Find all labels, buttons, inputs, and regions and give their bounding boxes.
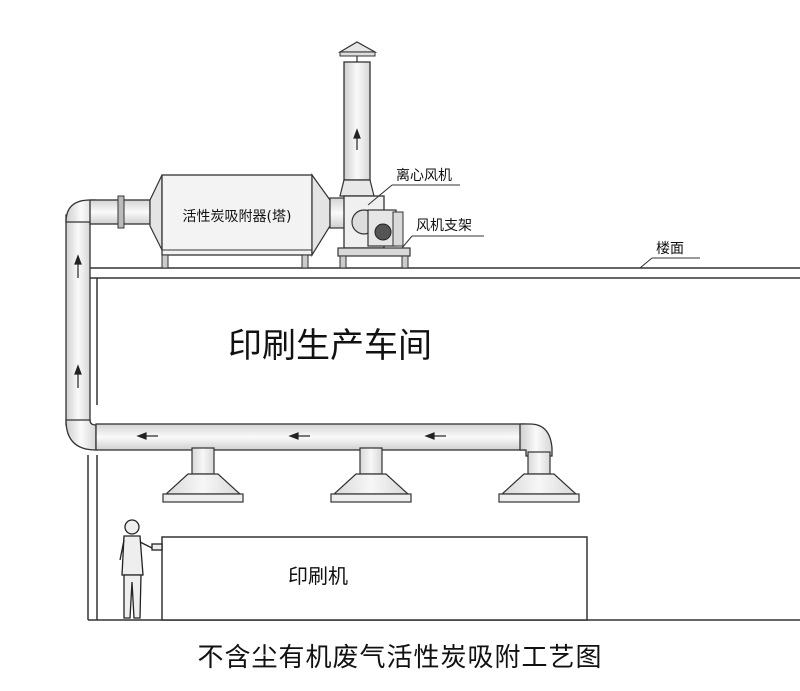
flow-arrow-up-2 [74, 364, 82, 388]
printer-label: 印刷机 [288, 564, 348, 588]
fan-support [337, 247, 411, 269]
fan-callout: 离心风机 [367, 167, 460, 206]
carbon-adsorber: 活性炭吸附器(塔) [149, 173, 347, 269]
flow-arrow-left-2 [288, 432, 310, 440]
support-callout: 风机支架 [401, 218, 484, 249]
adsorber-label: 活性炭吸附器(塔) [183, 209, 292, 225]
support-label: 风机支架 [416, 218, 472, 234]
printing-machine: 印刷机 [161, 536, 588, 621]
fan-label: 离心风机 [396, 167, 452, 184]
floor-callout: 楼面 [639, 241, 700, 269]
floor-label: 楼面 [656, 241, 684, 257]
diagram-caption: 不含尘有机废气活性炭吸附工艺图 [197, 643, 603, 673]
flow-arrow-up-1 [74, 254, 82, 278]
flow-arrow-left-1 [136, 432, 158, 440]
centrifugal-fan [343, 195, 404, 249]
exhaust-hood-2 [330, 447, 412, 503]
collector-duct [95, 423, 553, 457]
flow-arrow-left-3 [424, 432, 446, 440]
worker-figure [119, 519, 163, 619]
riser-duct [65, 195, 151, 451]
exhaust-hood-3 [498, 451, 580, 503]
workshop-label: 印刷生产车间 [228, 326, 432, 366]
exhaust-stack [337, 41, 378, 197]
flow-arrow-up-stack [353, 128, 361, 150]
exhaust-hood-1 [162, 447, 244, 503]
